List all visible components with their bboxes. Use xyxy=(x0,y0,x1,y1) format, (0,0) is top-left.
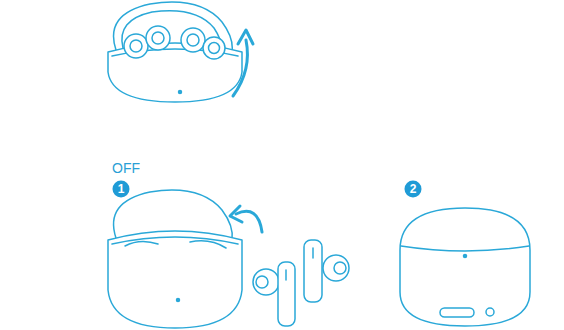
callout-circle xyxy=(113,181,130,198)
earbud-left xyxy=(253,262,295,326)
open-case-empty xyxy=(108,190,242,328)
callout-number: 1 xyxy=(118,183,125,195)
callout-circle xyxy=(405,181,422,198)
earbud-right xyxy=(304,240,349,302)
closed-case xyxy=(400,208,530,326)
callout-number: 2 xyxy=(410,183,417,195)
open-arrow xyxy=(233,30,253,96)
open-case xyxy=(108,2,242,102)
step-heading: OFF xyxy=(112,161,140,175)
insert-arrow xyxy=(230,206,262,232)
